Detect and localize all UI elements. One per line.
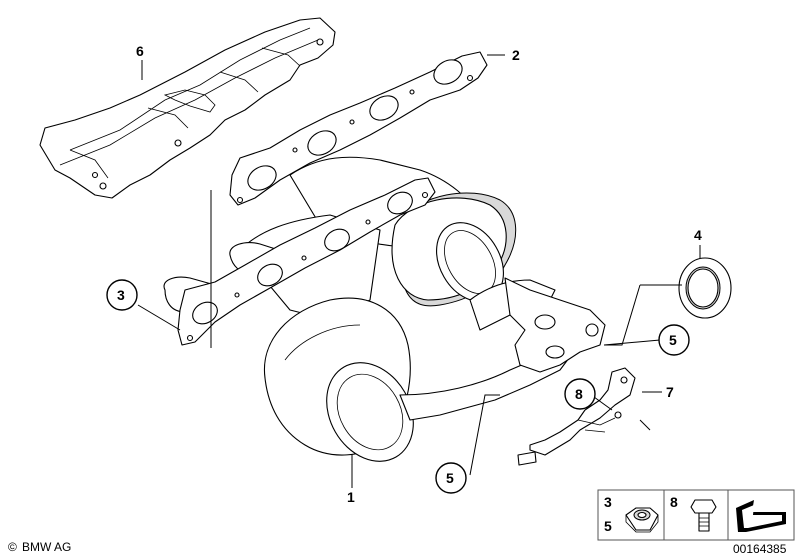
svg-text:6: 6 [136, 43, 144, 59]
manifold-flange-part-3 [177, 177, 436, 346]
callout-2: 2 [512, 47, 520, 63]
footer-brand: © BMW AG [8, 540, 71, 554]
callout-8: 8 [564, 378, 596, 410]
callout-5-lower: 5 [435, 462, 467, 494]
callout-6: 6 [136, 43, 144, 59]
svg-text:3: 3 [117, 287, 125, 303]
legend-arrow-box [727, 489, 795, 541]
bolt-icon [690, 499, 717, 532]
legend-bolt-box: 8 [663, 489, 729, 541]
ring-gasket-part-4 [678, 257, 732, 319]
leader-lines [137, 54, 701, 488]
hex-nut-icon [625, 507, 659, 533]
heat-shield-part-6 [39, 17, 336, 199]
svg-text:4: 4 [694, 227, 702, 243]
callout-1: 1 [347, 489, 355, 505]
callout-4: 4 [694, 227, 702, 243]
svg-text:8: 8 [575, 386, 583, 402]
brand-name: BMW AG [22, 540, 71, 554]
svg-text:5: 5 [669, 332, 677, 348]
svg-text:5: 5 [446, 470, 454, 486]
svg-text:1: 1 [347, 489, 355, 505]
bracket-part-7 [517, 367, 651, 466]
part-number: 00164385 [733, 542, 787, 556]
svg-text:2: 2 [512, 47, 520, 63]
legend-nut-label-3: 3 [604, 494, 612, 510]
direction-arrow-icon [736, 500, 786, 532]
callout-5-upper: 5 [658, 324, 690, 356]
legend-nut-label-5: 5 [604, 518, 612, 534]
svg-text:7: 7 [666, 384, 674, 400]
gasket-part-2 [229, 51, 488, 206]
callout-3: 3 [106, 279, 138, 311]
callout-7: 7 [666, 384, 674, 400]
legend-nut-box: 3 5 [597, 489, 665, 541]
legend-bolt-label-8: 8 [670, 494, 678, 510]
copyright-symbol: © [8, 540, 17, 554]
